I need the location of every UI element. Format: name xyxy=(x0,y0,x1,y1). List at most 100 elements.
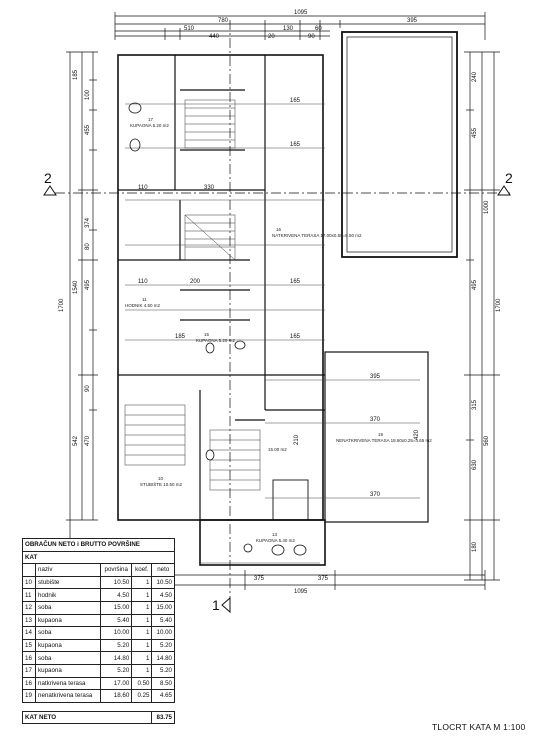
row-name: stubište xyxy=(35,575,102,590)
row-area: 5.20 xyxy=(100,663,133,678)
row-net: 5.20 xyxy=(151,638,175,653)
dim-right-240: 240 xyxy=(472,71,478,82)
dim-right-180: 180 xyxy=(472,541,478,552)
row-name: nenatkrivena terasa xyxy=(35,689,102,703)
dim-top-60: 60 xyxy=(315,26,322,32)
room-16-number: 16 xyxy=(276,227,282,232)
table-title: OBRAČUN NETO i BRUTTO POVRŠINE xyxy=(22,538,175,552)
row-net: 10.50 xyxy=(151,575,175,590)
row-net: 5.40 xyxy=(151,613,175,628)
dim-right-630: 630 xyxy=(472,459,478,470)
dim-395-inner: 395 xyxy=(370,374,381,380)
room-13-label: KUPAONA 5.40 m2 xyxy=(256,538,295,543)
left-dimension-chains xyxy=(66,51,98,581)
table-row: 16 natkrivena terasa 17.00 0.50 8.50 xyxy=(21,676,175,691)
row-coef: 1 xyxy=(131,638,153,653)
room-13-number: 13 xyxy=(272,532,278,537)
row-coef: 1 xyxy=(131,663,153,678)
dim-110-a: 110 xyxy=(138,185,148,191)
room-15-label: KUPAONA 5.20 m2 xyxy=(196,338,235,343)
row-area: 5.40 xyxy=(100,613,133,628)
room-11-number: 11 xyxy=(142,297,147,302)
row-net: 8.50 xyxy=(151,676,175,691)
row-net: 14.80 xyxy=(151,651,175,665)
dim-left-374: 374 xyxy=(85,217,91,228)
row-area: 5.20 xyxy=(100,638,133,653)
dim-left-455: 455 xyxy=(85,124,91,135)
row-number: 10 xyxy=(21,575,37,590)
section-line-2 xyxy=(43,185,511,196)
row-area: 4.50 xyxy=(100,588,133,602)
dim-165-a: 165 xyxy=(290,98,301,104)
staircases xyxy=(124,99,261,491)
row-net: 10.00 xyxy=(151,626,175,640)
dim-top-20: 20 xyxy=(268,34,275,40)
row-name: soba xyxy=(35,626,102,640)
table-spacer-row xyxy=(22,701,175,712)
total-label: KAT NETO xyxy=(21,710,153,725)
room-10-label: STUBIŠTE 10.50 m2 xyxy=(140,481,183,487)
room-17-number: 17 xyxy=(148,117,154,122)
table-row: 12 soba 15.00 1 15.00 xyxy=(21,600,175,615)
right-dimension-chains xyxy=(464,51,500,581)
table-row: 15 kupaona 5.20 1 5.20 xyxy=(21,638,175,653)
dim-185: 185 xyxy=(175,334,186,340)
dim-left-470: 470 xyxy=(85,435,91,446)
dim-bottom-375-b: 375 xyxy=(318,576,329,582)
interior-walls xyxy=(118,55,325,521)
dim-165-c: 165 xyxy=(290,279,301,285)
dim-top-90: 90 xyxy=(308,34,315,40)
dim-left-80: 80 xyxy=(85,243,91,250)
dim-right-455: 455 xyxy=(472,127,478,138)
row-coef: 1 xyxy=(131,626,153,640)
row-coef: 1 xyxy=(131,575,153,590)
dim-top-510: 510 xyxy=(184,26,195,32)
dim-370-a: 370 xyxy=(370,417,381,423)
dim-top-130: 130 xyxy=(283,26,294,32)
table-row: 13 kupaona 5.40 1 5.40 xyxy=(21,613,175,628)
dim-420: 420 xyxy=(414,429,420,440)
table-title-row: OBRAČUN NETO i BRUTTO POVRŠINE xyxy=(22,538,175,552)
row-number: 16 xyxy=(21,676,37,691)
table-row: 19 nenatkrivena terasa 18.60 0.25 4.65 xyxy=(21,689,175,703)
dim-370-b: 370 xyxy=(370,492,381,498)
dim-165-b: 165 xyxy=(290,142,301,148)
table-subtitle-row: KAT xyxy=(22,550,175,565)
row-number: 12 xyxy=(21,600,37,615)
dim-200: 200 xyxy=(190,279,201,285)
dim-165-d: 165 xyxy=(290,334,301,340)
table-subtitle: KAT xyxy=(22,550,175,565)
section-mark-2-right: 2 xyxy=(505,170,513,186)
row-name: soba xyxy=(35,651,102,665)
sanitary-fixtures xyxy=(128,102,307,556)
row-area: 14.80 xyxy=(100,651,133,665)
header-name: naziv xyxy=(35,563,102,577)
row-area: 18.60 xyxy=(100,689,133,703)
dim-right-1000: 1000 xyxy=(484,200,490,214)
area-calculation-table: OBRAČUN NETO i BRUTTO POVRŠINE KAT naziv… xyxy=(21,538,175,725)
table-row: 16 soba 14.80 1 14.80 xyxy=(21,651,175,665)
row-number: 14 xyxy=(21,626,37,640)
dim-top-780: 780 xyxy=(218,18,229,24)
row-coef: 1 xyxy=(131,588,153,602)
drawing-caption: TLOCRT KATA M 1:100 xyxy=(432,722,526,732)
room-12-label: 15.00 m2 xyxy=(268,447,287,452)
dim-left-100: 100 xyxy=(85,89,91,100)
interior-dimension-lines xyxy=(125,103,420,564)
dim-left-1540: 1540 xyxy=(73,280,79,294)
table-header-row: naziv površina koef. neto xyxy=(21,563,175,577)
row-area: 10.00 xyxy=(100,626,133,640)
header-area: površina xyxy=(100,563,133,577)
dim-top-395: 395 xyxy=(407,18,418,24)
row-net: 4.65 xyxy=(151,689,175,703)
row-net: 5.20 xyxy=(151,663,175,678)
row-name: kupaona xyxy=(35,663,102,678)
dim-right-total: 1700 xyxy=(496,298,502,312)
row-coef: 0.25 xyxy=(131,689,153,703)
top-dimension-chains xyxy=(114,12,486,40)
header-coef: koef. xyxy=(131,563,153,577)
section-mark-2-left: 2 xyxy=(44,170,52,186)
room-15-number: 15 xyxy=(204,332,210,337)
exterior-walls xyxy=(117,31,458,566)
